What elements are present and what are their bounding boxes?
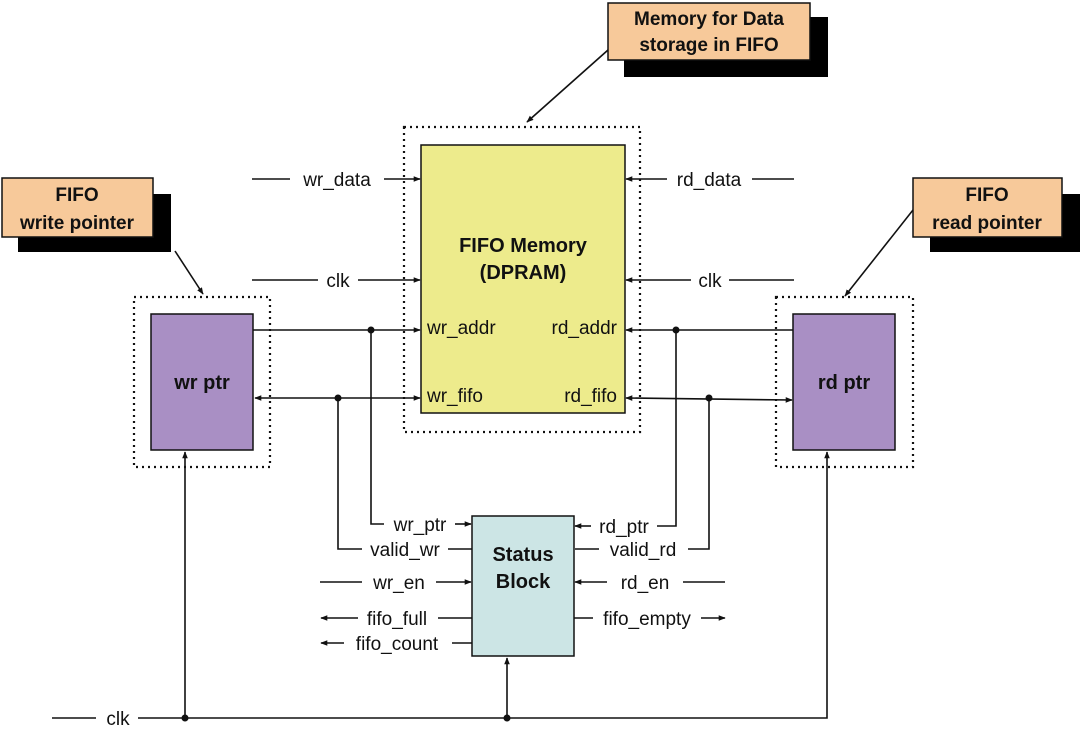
callout-read-pointer: FIFO read pointer — [912, 177, 1080, 252]
port-wr-addr: wr_addr — [426, 318, 496, 339]
status-box — [471, 515, 575, 657]
callout-read-pointer-box — [912, 177, 1063, 238]
signal-clk-left: clk — [326, 271, 350, 292]
callout-read-pointer-arrow — [844, 209, 914, 297]
port-rd-fifo: rd_fifo — [564, 386, 617, 407]
callout-memory-pointer — [526, 49, 609, 123]
port-rd-addr: rd_addr — [552, 318, 618, 339]
clk-status-junction — [503, 714, 511, 722]
signal-wr-ptr: wr_ptr — [393, 515, 447, 536]
rd-ptr-group-outline — [774, 295, 915, 469]
valid-rd-wire-a — [688, 398, 710, 550]
status-title: Status — [492, 544, 553, 566]
clk-wr-junction — [181, 714, 189, 722]
signal-rd-ptr: rd_ptr — [599, 517, 649, 538]
wr-ptr-block: wr ptr — [150, 313, 254, 451]
signal-valid-wr: valid_wr — [370, 540, 440, 561]
rd-ptr-tap-wire — [657, 330, 677, 527]
callout-read-pointer-line2: read pointer — [932, 213, 1042, 234]
callout-write-pointer-line1: FIFO — [55, 185, 98, 206]
clk-bottom-bus — [138, 451, 830, 719]
status-block: Status Block — [471, 515, 575, 657]
callout-memory-box — [607, 2, 811, 61]
fifo-memory-subtitle: (DPRAM) — [480, 262, 567, 284]
signal-wr-data: wr_data — [302, 170, 371, 191]
callout-write-pointer-line2: write pointer — [19, 213, 135, 234]
valid-wr-wire-a — [337, 398, 362, 550]
fifo-memory-title: FIFO Memory — [459, 235, 588, 257]
signal-valid-rd: valid_rd — [610, 540, 677, 561]
signal-rd-en: rd_en — [621, 573, 670, 594]
signal-fifo-full: fifo_full — [367, 609, 427, 630]
callout-memory-line2: storage in FIFO — [639, 35, 778, 56]
signal-clk-bottom: clk — [106, 709, 130, 730]
callout-write-pointer-arrow — [174, 250, 204, 295]
callout-read-pointer-line1: FIFO — [965, 185, 1008, 206]
status-subtitle: Block — [496, 571, 551, 593]
signal-fifo-empty: fifo_empty — [603, 609, 691, 630]
signal-wr-en: wr_en — [372, 573, 425, 594]
callout-write-pointer: FIFO write pointer — [1, 177, 171, 252]
callout-write-pointer-box — [1, 177, 154, 238]
wr-ptr-label: wr ptr — [173, 372, 230, 394]
fifo-memory-box — [420, 144, 626, 414]
wr-ptr-group-outline — [132, 295, 272, 469]
callout-memory: Memory for Data storage in FIFO — [607, 2, 828, 77]
wr-ptr-tap-wire — [370, 330, 384, 525]
callout-memory-line1: Memory for Data — [634, 9, 784, 30]
rd-ptr-block: rd ptr — [792, 313, 896, 451]
fifo-memory-block: FIFO Memory (DPRAM) wr_addr rd_addr wr_f… — [420, 144, 626, 414]
rd-ptr-box — [792, 313, 896, 451]
wr-ptr-box — [150, 313, 254, 451]
signal-fifo-count: fifo_count — [356, 634, 439, 655]
rd-ptr-label: rd ptr — [818, 372, 870, 394]
signal-clk-right: clk — [698, 271, 722, 292]
port-wr-fifo: wr_fifo — [426, 386, 483, 407]
signal-rd-data: rd_data — [677, 170, 742, 191]
